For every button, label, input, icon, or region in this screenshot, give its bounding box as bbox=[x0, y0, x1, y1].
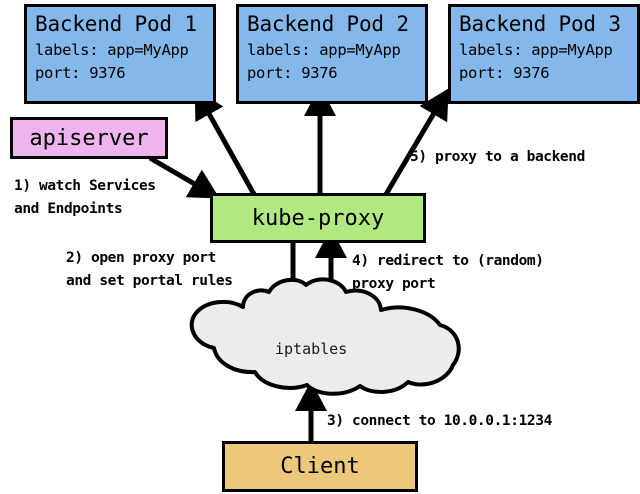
backend-pod-1-box[interactable]: Backend Pod 1 labels: app=MyApp port: 93… bbox=[24, 4, 216, 104]
iptables-label: iptables bbox=[275, 340, 348, 358]
step-4-line-2: proxy port bbox=[352, 276, 436, 292]
step-2-line-2: and set portal rules bbox=[66, 273, 233, 289]
step-3-line-1: 3) connect to 10.0.0.1:1234 bbox=[327, 413, 552, 429]
client-box[interactable]: Client bbox=[222, 441, 418, 492]
apiserver-label: apiserver bbox=[29, 125, 149, 151]
backend-pod-3-box[interactable]: Backend Pod 3 labels: app=MyApp port: 93… bbox=[448, 4, 640, 104]
pod-3-port: port: 9376 bbox=[459, 64, 550, 82]
kube-proxy-label: kube-proxy bbox=[251, 205, 385, 231]
step-2-line-1: 2) open proxy port bbox=[66, 250, 216, 266]
pod-2-title: Backend Pod 2 bbox=[247, 12, 409, 36]
pod-1-labels: labels: app=MyApp bbox=[35, 41, 189, 59]
arrow-apiserver-to-kubeproxy bbox=[148, 155, 220, 199]
step-1-line-2: and Endpoints bbox=[14, 201, 123, 217]
step-1-line-1: 1) watch Services bbox=[14, 178, 156, 194]
arrow-kubeproxy-to-pod1 bbox=[194, 88, 258, 198]
pod-2-port: port: 9376 bbox=[247, 64, 338, 82]
iptables-cloud bbox=[189, 277, 461, 396]
client-label: Client bbox=[280, 454, 360, 479]
pod-3-title: Backend Pod 3 bbox=[459, 12, 621, 36]
backend-pod-2-box[interactable]: Backend Pod 2 labels: app=MyApp port: 93… bbox=[236, 4, 428, 104]
apiserver-box[interactable]: apiserver bbox=[10, 117, 168, 159]
pod-1-port: port: 9376 bbox=[35, 64, 126, 82]
step-5-line-1: 5) proxy to a backend bbox=[410, 149, 585, 165]
kube-proxy-box[interactable]: kube-proxy bbox=[210, 193, 426, 243]
pod-3-labels: labels: app=MyApp bbox=[459, 41, 613, 59]
pod-1-title: Backend Pod 1 bbox=[35, 12, 197, 36]
step-4-line-1: 4) redirect to (random) bbox=[352, 253, 544, 269]
pod-2-labels: labels: app=MyApp bbox=[247, 41, 401, 59]
